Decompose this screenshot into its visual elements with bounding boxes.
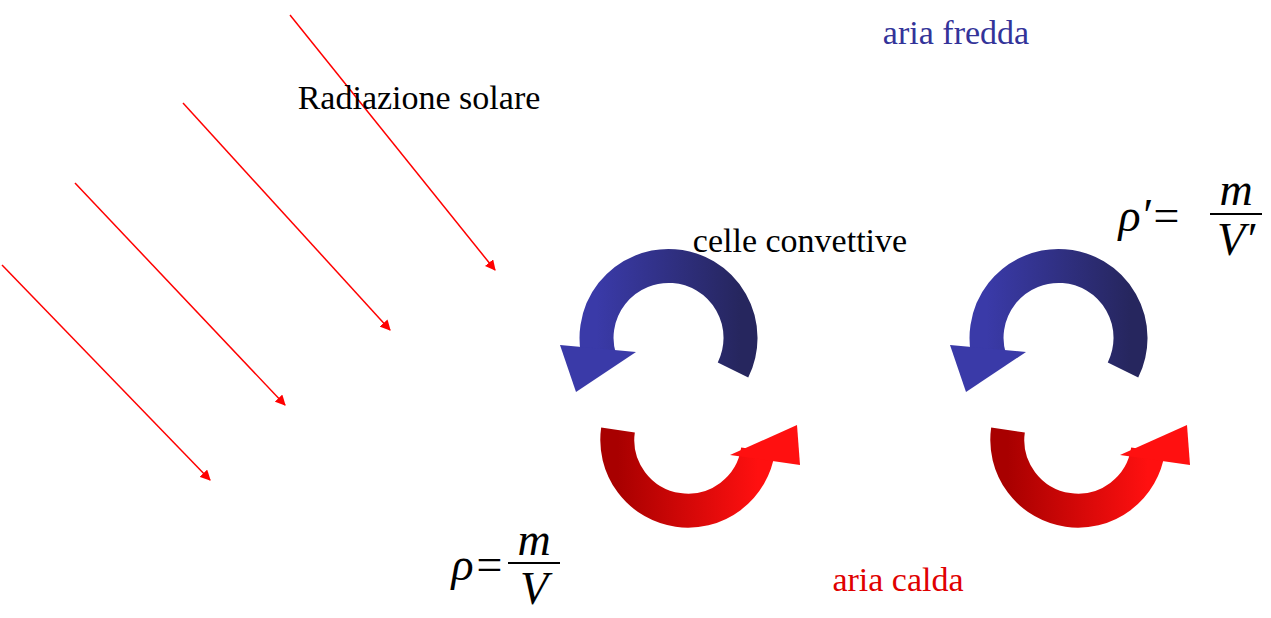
warm-air-arrow [1007,430,1148,511]
air-label: aria fredda [883,16,1029,50]
warm-air-arrowhead [730,425,800,465]
cold-air-arrowhead [950,345,1026,392]
solar-ray [183,103,390,330]
cell-label: celle convettive [693,224,907,258]
air-label: aria calda [832,563,963,597]
formula-numerator: m [517,517,550,563]
fraction-bar [1210,213,1262,215]
convection-cell [560,266,800,511]
solar-ray [2,265,210,480]
radiation-label: Radiazione solare [298,81,541,115]
formula-denominator: V [520,566,548,612]
convection-cell [950,266,1190,511]
density-symbol: ρ′= [1118,193,1181,239]
warm-air-arrow [617,430,758,511]
warm-air-arrowhead [1120,425,1190,465]
formula-denominator: V′ [1217,217,1255,263]
formula-numerator: m [1219,167,1252,213]
solar-ray [75,183,285,405]
density-symbol: ρ= [451,542,504,588]
cold-air-arrowhead [560,345,636,392]
solar-ray [290,15,495,270]
